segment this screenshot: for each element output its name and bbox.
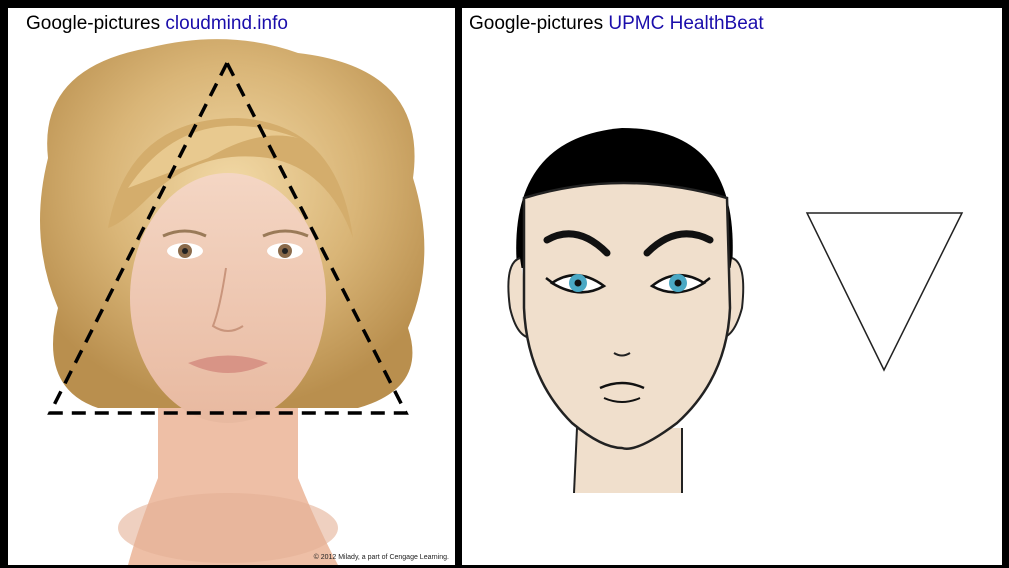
inverted-triangle-outline: [807, 213, 962, 370]
caption-prefix: Google-pictures: [469, 13, 603, 34]
source-link[interactable]: UPMC HealthBeat: [608, 13, 763, 34]
image-credit: © 2012 Milady, a part of Cengage Learnin…: [314, 554, 449, 561]
face-photo: [8, 8, 455, 565]
caption-right: Google-pictures UPMC HealthBeat: [469, 12, 764, 36]
face-illustration: [462, 8, 1002, 565]
caption-left: Google-pictures cloudmind.info: [26, 12, 288, 36]
image-panel-right: Google-pictures UPMC HealthBeat: [462, 8, 1002, 565]
caption-prefix: Google-pictures: [26, 13, 160, 34]
image-panel-left: Google-pictures cloudmind.info © 2012 Mi…: [8, 8, 455, 565]
source-link[interactable]: cloudmind.info: [165, 13, 288, 34]
